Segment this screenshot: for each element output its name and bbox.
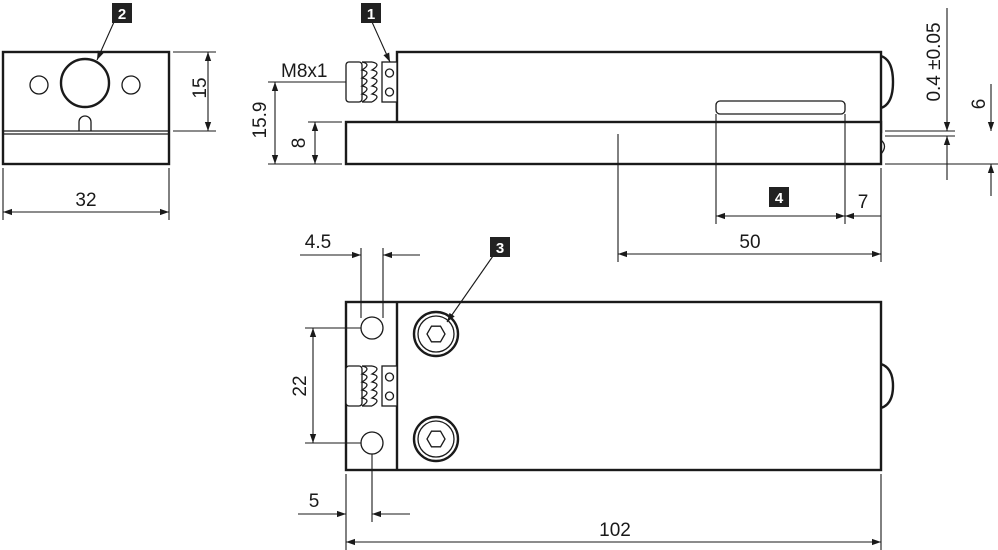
callout-1: 1 (361, 3, 391, 63)
connector-top (345, 365, 398, 407)
side-view: M8x1 (276, 50, 895, 166)
dim-length-50: 50 (617, 134, 882, 262)
hole-offset-value: 4.5 (305, 232, 331, 253)
top-view-face-bump (880, 362, 895, 410)
dim-hole-spacing: 22 (290, 327, 361, 444)
step-value: 6 (969, 99, 990, 110)
sensor-bore (59, 57, 111, 109)
dim-step: 6 (885, 84, 998, 196)
callout-2-label: 2 (118, 6, 126, 23)
callout-1-label: 1 (367, 6, 375, 23)
base-plate (344, 120, 883, 166)
hex-screw-lower (412, 415, 460, 463)
hex-screw-upper (412, 310, 460, 358)
base-face-bump (880, 139, 886, 155)
callout-4: 4 (769, 187, 789, 207)
mounting-hole-right (121, 75, 141, 95)
end-width-value: 32 (75, 190, 96, 211)
dim-base-height: 8 (289, 121, 342, 164)
dim-edge-5: 5 (298, 454, 410, 550)
dim-end-width: 32 (2, 168, 170, 220)
callout-2: 2 (96, 3, 132, 61)
length-7-value: 7 (858, 192, 869, 213)
mounting-hole-left (29, 75, 49, 95)
base-height-value: 8 (289, 138, 310, 149)
sensor-face-bump (880, 54, 895, 110)
edge-5-value: 5 (309, 491, 320, 512)
hole-spacing-value: 22 (290, 375, 311, 396)
dim-end-height: 15 (173, 51, 216, 132)
marker-slot (715, 100, 846, 115)
callout-4-label: 4 (775, 190, 784, 207)
top-view-outline (344, 300, 883, 472)
callout-3: 3 (446, 237, 510, 323)
length-50-value: 50 (739, 232, 760, 253)
end-view-outline (1, 50, 171, 166)
connector-side (345, 61, 398, 103)
gap-value: 0.4 ±0.05 (924, 22, 945, 101)
sensor-body (395, 50, 883, 134)
callout-2-box (112, 3, 132, 23)
callout-3-label: 3 (496, 240, 504, 257)
end-height-value: 15 (190, 77, 211, 98)
callout-3-box (490, 237, 510, 257)
top-view (344, 300, 895, 472)
total-length-value: 102 (599, 520, 631, 541)
thread-label: M8x1 (281, 61, 327, 82)
notch (78, 115, 92, 131)
top-hole-lower (360, 431, 384, 455)
callout-1-box (361, 3, 381, 23)
dim-gap: 0.4 ±0.05 (885, 8, 955, 180)
dim-side-height: 15.9 (250, 81, 342, 165)
callout-4-box (769, 187, 789, 207)
dim-hole-offset: 4.5 (300, 232, 420, 318)
dim-total-length: 102 (346, 474, 882, 550)
dim-length-7: 7 (715, 114, 881, 224)
top-hole-upper (360, 316, 384, 340)
side-height-value: 15.9 (250, 102, 271, 139)
end-view (1, 50, 171, 166)
